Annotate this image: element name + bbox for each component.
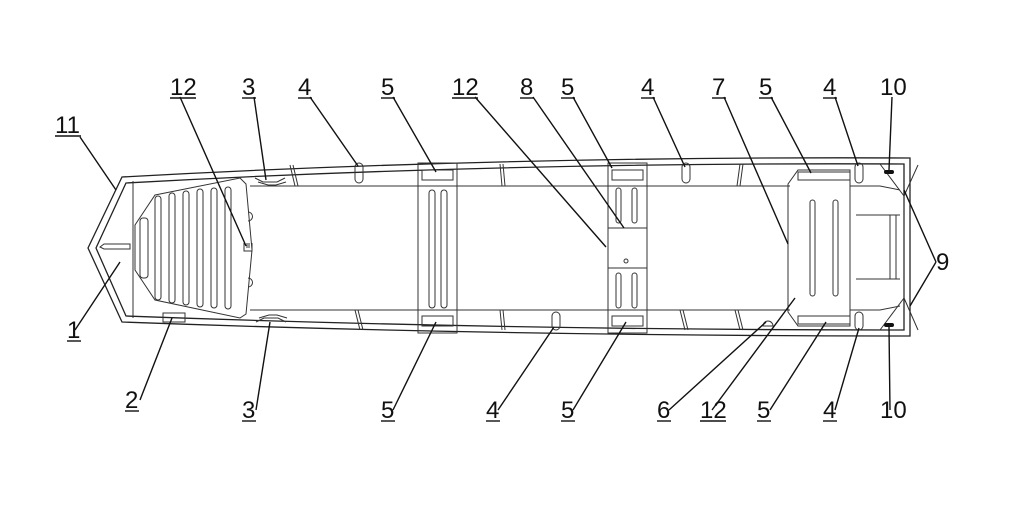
bow-plate [162, 312, 186, 323]
callout-4: 4 [823, 74, 836, 101]
callout-4: 4 [298, 74, 311, 101]
cleat-top [254, 177, 287, 186]
callout-5: 5 [757, 397, 770, 424]
callout-11: 11 [55, 112, 80, 139]
callout-5: 5 [561, 397, 574, 424]
hull [87, 157, 919, 337]
bench-seat-2 [607, 162, 648, 334]
cleat-bottom [255, 314, 288, 323]
callout-4: 4 [641, 74, 654, 101]
callout-labels: 11 12 3 4 5 12 8 5 4 7 5 4 10 9 1 2 3 5 … [55, 74, 949, 424]
callout-12: 12 [170, 74, 197, 101]
callout-9: 9 [936, 249, 949, 276]
callout-3: 3 [242, 397, 255, 424]
drain-plug-top [884, 170, 894, 174]
leader-lines [74, 96, 937, 411]
callout-10: 10 [880, 397, 907, 424]
callout-4: 4 [486, 397, 499, 424]
callout-2: 2 [125, 387, 138, 414]
callout-4: 4 [823, 397, 836, 424]
callout-12: 12 [452, 74, 479, 101]
callout-12: 12 [700, 397, 727, 424]
bow-deck [99, 177, 253, 323]
callout-7: 7 [712, 74, 725, 101]
bench-seat-1 [417, 162, 458, 334]
callout-8: 8 [520, 74, 533, 101]
callout-1: 1 [67, 317, 80, 344]
callout-5: 5 [381, 74, 394, 101]
rear-seat [787, 169, 900, 327]
callout-6: 6 [657, 397, 670, 424]
oarlocks [354, 162, 864, 331]
callout-5: 5 [759, 74, 772, 101]
callout-10: 10 [880, 74, 907, 101]
callout-5: 5 [561, 74, 574, 101]
callout-5: 5 [381, 397, 394, 424]
callout-3: 3 [242, 74, 255, 101]
bow-eye-icon [99, 243, 131, 250]
drain-plug-bottom [884, 323, 894, 327]
